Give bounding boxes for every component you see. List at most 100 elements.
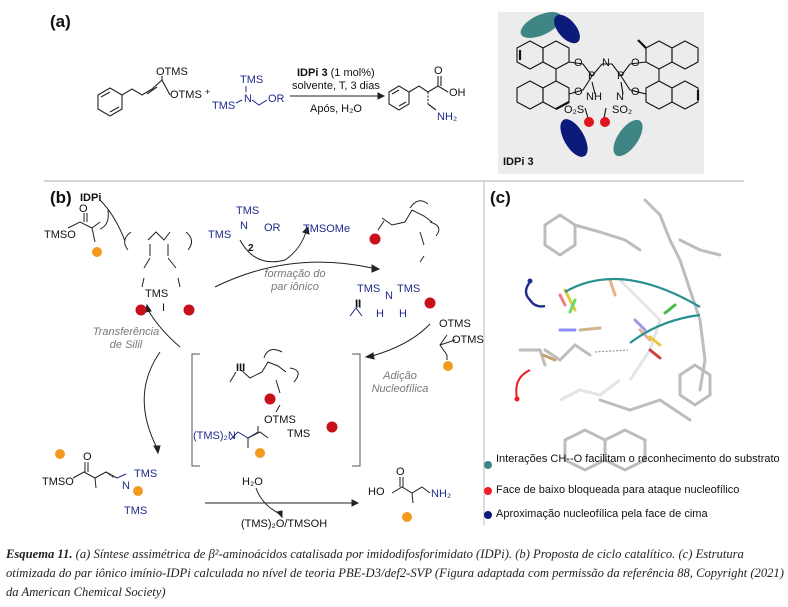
final-product-nh2: NH₂ (431, 488, 452, 500)
red-dot (424, 297, 436, 309)
reagent2-or: OR (264, 222, 281, 234)
reagent-n: N (244, 93, 252, 105)
iminium-h2: H (399, 308, 407, 320)
catalyst-loading: (1 mol%) (330, 67, 375, 79)
reagent2-tms-left: TMS (208, 229, 232, 241)
atom-o: O (631, 86, 640, 98)
intermediate-II-label: II (355, 298, 362, 310)
legend-dot-navy (484, 511, 492, 519)
intermediate-III-label: III (236, 362, 246, 374)
reaction-arrow-a (290, 92, 386, 100)
navy-shield-top (554, 14, 580, 44)
legend-text: Aproximação nucleofílica pela face de ci… (496, 508, 708, 520)
iminium-h1: H (376, 308, 384, 320)
conditions-workup: Após, H₂O (310, 103, 362, 115)
arrow-to-silyl-ester (143, 351, 161, 449)
figure-caption: Esquema 11. (a) Síntese assimétrica de β… (6, 545, 784, 602)
red-blocked-arrow (515, 369, 531, 399)
legend-dot-red (484, 487, 492, 495)
sulfonyl-left: O₂S (564, 104, 585, 116)
byproduct-silanol: (TMS)₂O/TMSOH (241, 518, 328, 530)
orange-dot (92, 247, 102, 257)
navy-shield-bottom (560, 119, 588, 157)
panel-a-label: (a) (50, 12, 71, 31)
intermediate-III-tms: TMS (287, 428, 311, 440)
red-dot (183, 304, 195, 316)
plus-sign: + (205, 87, 211, 97)
water-label: H₂O (242, 476, 263, 488)
reagent2-n: N (240, 220, 248, 232)
panel-b-label: (b) (50, 188, 72, 207)
atom-o: O (574, 57, 583, 69)
step-silyl-line1: Transferência (92, 326, 160, 338)
intermediate-I-label: I (162, 302, 166, 314)
final-product-o: O (396, 466, 405, 478)
silyl-ester-tms1: TMS (134, 468, 158, 480)
reagent2-number: 2 (248, 243, 254, 254)
substituent-dots (55, 233, 453, 522)
catalyst-label: IDPi 3 (503, 156, 534, 168)
red-group-left (584, 117, 594, 127)
red-dot (135, 304, 147, 316)
model-skeleton-faded (559, 278, 662, 402)
steric-shields (520, 12, 643, 157)
atom-nh: NH (586, 91, 602, 103)
arrow-nucleophilic-addition (371, 323, 431, 357)
arrow-reagent-byproduct (239, 231, 307, 263)
legend-text: Interações CH--O facilitam o reconhecime… (496, 453, 780, 465)
reagent-or: OR (268, 93, 285, 105)
atom-p: P (588, 70, 596, 82)
navy-approach-arrow (524, 281, 546, 308)
silyl-ester-n: N (122, 480, 130, 492)
ester-o: O (79, 203, 88, 215)
benzene-ring-product (388, 76, 449, 111)
legend-item-blocked-face: Face de baixo bloqueada para ataque nucl… (484, 484, 739, 497)
reagent-tms-left: TMS (212, 100, 236, 112)
catalyst-box (498, 12, 704, 174)
reagent-tms-top: TMS (240, 74, 264, 86)
final-product-ho: HO (368, 486, 385, 498)
step-addition-line1: Adição (383, 370, 417, 382)
red-dot (369, 233, 381, 245)
conditions-line2: solvente, T, 3 dias (292, 80, 380, 92)
legend-text: Face de baixo bloqueada para ataque nucl… (496, 484, 740, 496)
benzene-ring-reactant (97, 76, 171, 117)
step-nucleophilic-addition: Adição Nucleofílica (370, 370, 430, 396)
legend-item-ch-o: Interações CH--O facilitam o reconhecime… (484, 453, 784, 469)
orange-dot (402, 512, 412, 522)
caption-text: (a) Síntese assimétrica de β²-aminoácido… (6, 547, 784, 599)
atom-p: P (617, 70, 625, 82)
sulfonyl-right: SO₂ (612, 104, 633, 116)
red-group-right (600, 117, 610, 127)
step-ion-pair-line2: par iônico (271, 281, 319, 293)
legend-item-top-approach: Aproximação nucleofílica pela face de ci… (484, 508, 708, 521)
step-silyl-transfer: Transferência de Silil (86, 326, 166, 352)
teal-shield-top (520, 12, 562, 38)
product-oh: OH (449, 87, 466, 99)
step-ion-pair: formação do par iônico (255, 268, 335, 294)
caption-title: Esquema 11. (6, 547, 73, 561)
intermediate-III-otms: OTMS (264, 414, 296, 426)
conditions-line1: IDPi 3 (1 mol%) (297, 67, 375, 79)
arrow-idpi-to-I (99, 199, 126, 242)
arrow-silyl-transfer (147, 309, 181, 348)
teal-shield-bottom (613, 119, 643, 157)
red-arrow-tail (514, 396, 520, 402)
model-skeleton (518, 198, 722, 472)
atom-o: O (574, 86, 583, 98)
orange-dot (55, 449, 65, 459)
idpi-label: IDPi (80, 192, 102, 204)
catalyst-structure (516, 39, 700, 119)
ketene-otms-bottom: OTMS (452, 334, 484, 346)
legend-dot-teal (484, 461, 492, 469)
iminium-n: N (385, 290, 393, 302)
otms-top: OTMS (156, 66, 188, 78)
step-ion-pair-line1: formação do (264, 268, 326, 280)
otms-bottom: OTMS (170, 89, 202, 101)
atom-n: N (602, 57, 610, 69)
arrow-ion-pair (214, 261, 373, 288)
panel-c-label: (c) (490, 188, 511, 207)
ketene-otms-top: OTMS (439, 318, 471, 330)
red-dot (264, 393, 276, 405)
